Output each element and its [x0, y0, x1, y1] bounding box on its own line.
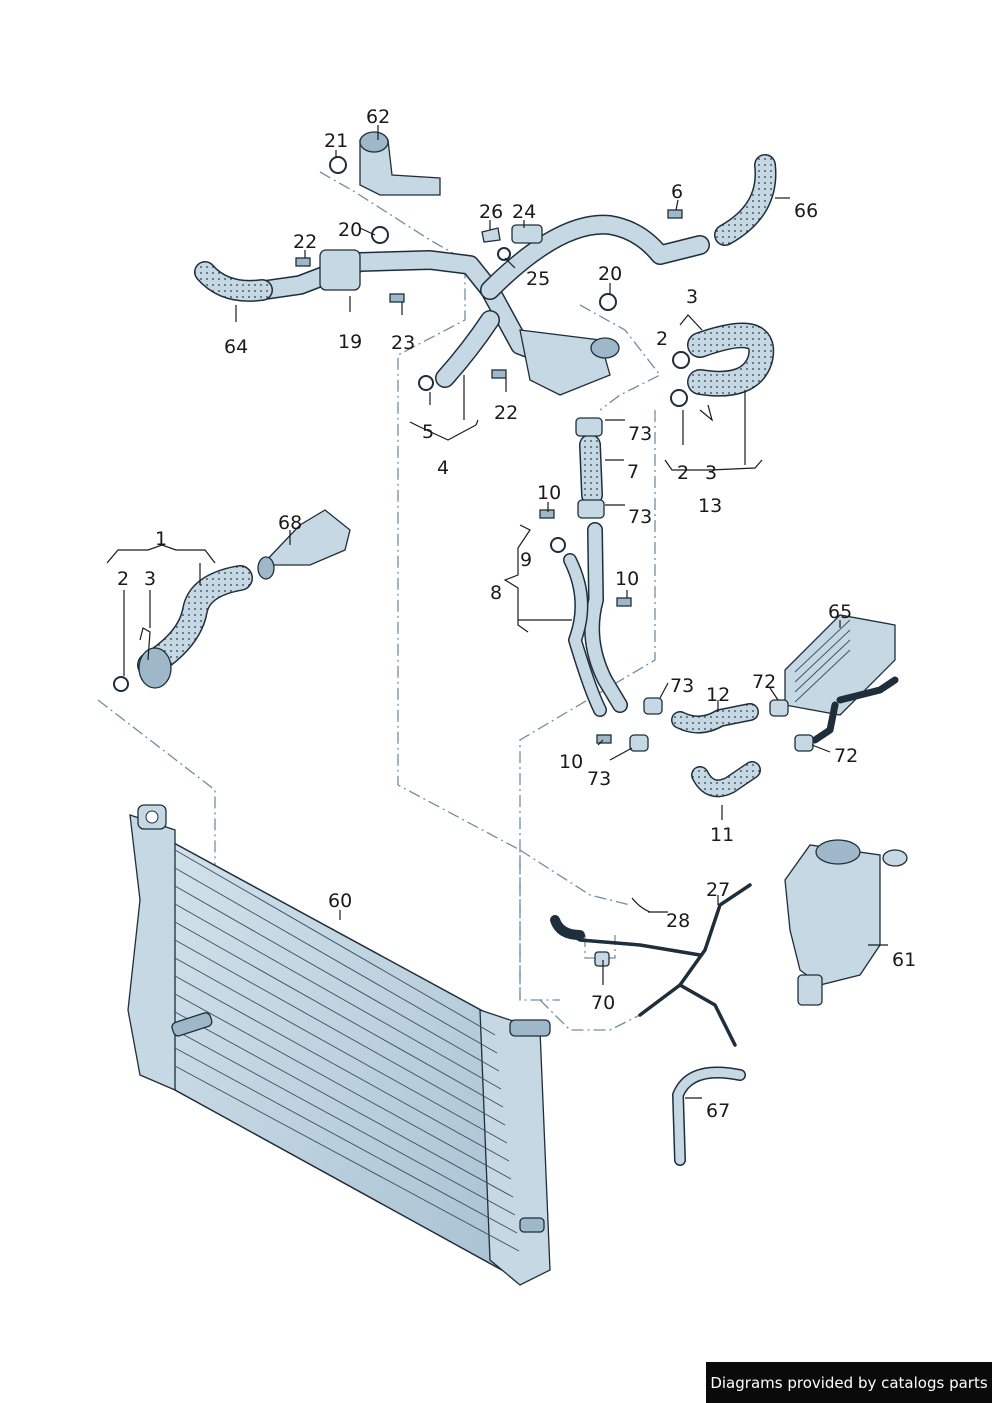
callout-24: 24 — [512, 201, 536, 223]
callout-20: 20 — [598, 263, 622, 285]
callout-11: 11 — [710, 824, 734, 846]
callout-9: 9 — [520, 549, 532, 571]
callout-67: 67 — [706, 1100, 730, 1122]
callout-10: 10 — [615, 568, 639, 590]
callout-3: 3 — [144, 568, 156, 590]
thermostat-housing — [329, 131, 441, 196]
callout-27: 27 — [706, 879, 730, 901]
callout-labels: 62 21 20 22 26 24 25 6 66 20 64 19 23 3 … — [117, 106, 916, 1122]
callout-73: 73 — [628, 506, 652, 528]
callout-12: 12 — [706, 684, 730, 706]
callout-61: 61 — [892, 949, 916, 971]
coolant-pipe-upper — [255, 214, 710, 396]
callout-21: 21 — [324, 130, 348, 152]
callout-28: 28 — [666, 910, 690, 932]
callout-19: 19 — [338, 331, 362, 353]
callout-66: 66 — [794, 200, 818, 222]
callout-22: 22 — [494, 402, 518, 424]
callout-4: 4 — [437, 457, 449, 479]
callout-25: 25 — [526, 268, 550, 290]
oil-cooler — [784, 614, 899, 744]
callout-64: 64 — [224, 336, 248, 358]
callout-72: 72 — [752, 671, 776, 693]
callout-20: 20 — [338, 219, 362, 241]
callout-2: 2 — [677, 462, 689, 484]
callout-10: 10 — [559, 751, 583, 773]
footer-credit: Diagrams provided by catalogs parts — [706, 1362, 992, 1403]
callout-60: 60 — [328, 890, 352, 912]
callout-73: 73 — [587, 768, 611, 790]
callout-23: 23 — [391, 332, 415, 354]
callout-6: 6 — [671, 181, 683, 203]
callout-62: 62 — [366, 106, 390, 128]
callout-73: 73 — [628, 423, 652, 445]
callout-73: 73 — [670, 675, 694, 697]
callout-7: 7 — [627, 461, 639, 483]
assembly-lines — [97, 171, 661, 1031]
callout-3: 3 — [686, 286, 698, 308]
callout-22: 22 — [293, 231, 317, 253]
flange-68 — [260, 509, 351, 566]
callout-65: 65 — [828, 601, 852, 623]
callout-8: 8 — [490, 582, 502, 604]
leader-lines — [106, 125, 888, 1099]
callout-26: 26 — [479, 201, 503, 223]
callout-1: 1 — [155, 528, 167, 550]
callout-2: 2 — [656, 328, 668, 350]
callout-2: 2 — [117, 568, 129, 590]
callout-70: 70 — [591, 992, 615, 1014]
callout-72: 72 — [834, 745, 858, 767]
vent-hoses — [550, 883, 752, 1166]
callout-68: 68 — [278, 512, 302, 534]
callout-5: 5 — [422, 421, 434, 443]
callout-10: 10 — [537, 482, 561, 504]
radiator — [127, 804, 551, 1286]
expansion-tank — [784, 839, 908, 1006]
callout-3: 3 — [705, 462, 717, 484]
callout-13: 13 — [698, 495, 722, 517]
bolts — [295, 209, 683, 744]
